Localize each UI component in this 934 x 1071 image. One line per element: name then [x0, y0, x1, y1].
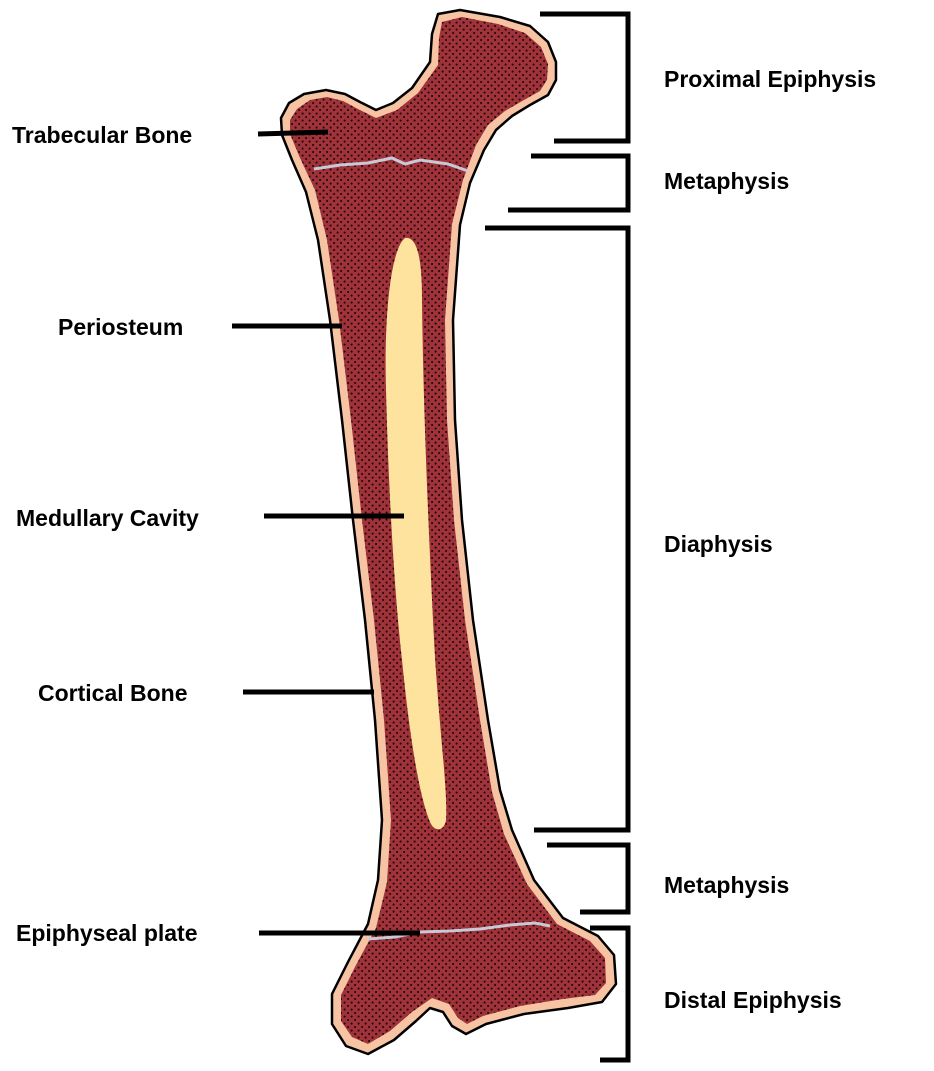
- label-periosteum: Periosteum: [58, 314, 183, 340]
- label-proximal-epiphysis: Proximal Epiphysis: [664, 66, 876, 92]
- label-metaphysis-lower: Metaphysis: [664, 872, 789, 898]
- label-diaphysis: Diaphysis: [664, 531, 773, 557]
- bracket-metaphysis-upper: [508, 156, 628, 210]
- label-medullary-cavity: Medullary Cavity: [16, 505, 199, 531]
- label-epiphyseal-plate: Epiphyseal plate: [16, 920, 198, 946]
- label-metaphysis-upper: Metaphysis: [664, 168, 789, 194]
- bracket-diaphysis: [485, 228, 628, 830]
- label-trabecular-bone: Trabecular Bone: [12, 122, 192, 148]
- leader-trabecular-bone: [258, 132, 328, 134]
- label-cortical-bone: Cortical Bone: [38, 680, 188, 706]
- label-distal-epiphysis: Distal Epiphysis: [664, 987, 842, 1013]
- bone-tissue: [290, 17, 606, 1044]
- bracket-metaphysis-lower: [547, 845, 628, 912]
